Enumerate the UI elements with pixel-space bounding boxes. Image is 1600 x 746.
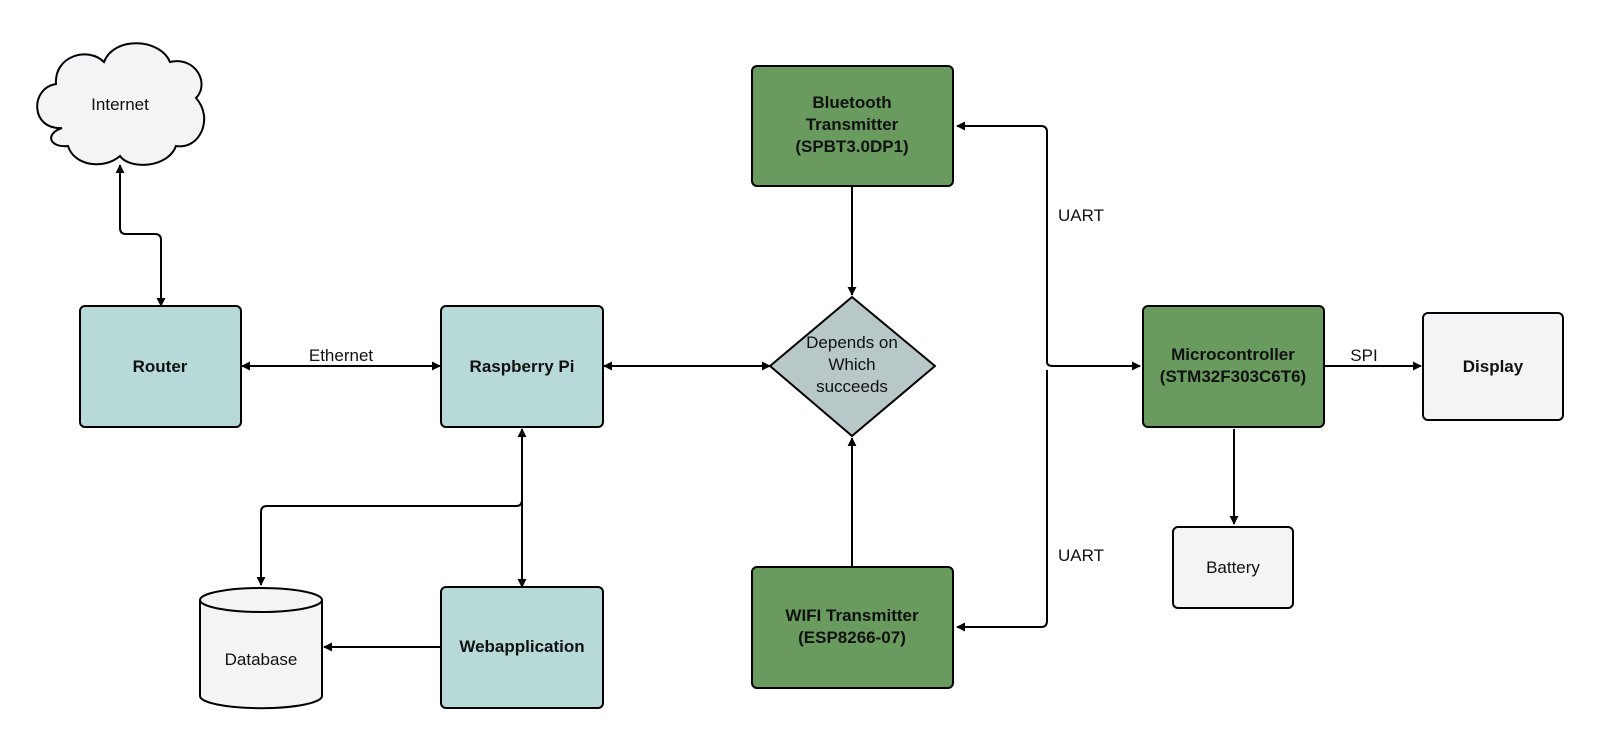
router-box bbox=[79, 305, 242, 428]
node-decision[interactable]: Depends on Which succeeds bbox=[769, 296, 936, 437]
decision-line-1: Depends on bbox=[806, 333, 898, 352]
decision-line-2: Which bbox=[828, 355, 875, 374]
bluetooth-line-3: (SPBT3.0DP1) bbox=[795, 137, 908, 156]
edge-uart-wifi bbox=[956, 370, 1048, 632]
node-raspberry-label: Raspberry Pi bbox=[470, 357, 575, 376]
node-router[interactable]: Router bbox=[79, 305, 242, 428]
node-display[interactable]: Display bbox=[1422, 312, 1564, 421]
wifi-line-2: (ESP8266-07) bbox=[798, 628, 906, 647]
node-database-label: Database bbox=[225, 650, 298, 669]
micro-line-2: (STM32F303C6T6) bbox=[1160, 367, 1306, 386]
bluetooth-line-2: Transmitter bbox=[806, 115, 899, 134]
node-display-label: Display bbox=[1463, 357, 1524, 376]
wifi-box bbox=[751, 566, 954, 689]
bluetooth-line-1: Bluetooth bbox=[812, 93, 891, 112]
label-uart-top: UART bbox=[1058, 206, 1104, 225]
database-top bbox=[199, 587, 323, 613]
edge-uart-micro bbox=[1046, 361, 1141, 371]
decision-line-3: succeeds bbox=[816, 377, 888, 396]
connectors bbox=[115, 121, 1422, 652]
label-uart-bottom: UART bbox=[1058, 546, 1104, 565]
edge-raspberry-database bbox=[256, 499, 523, 586]
node-internet[interactable]: Internet bbox=[36, 42, 206, 166]
label-ethernet: Ethernet bbox=[309, 346, 374, 365]
node-battery[interactable]: Battery bbox=[1172, 526, 1294, 609]
node-wifi-transmitter[interactable]: WIFI Transmitter (ESP8266-07) bbox=[751, 566, 954, 689]
node-bluetooth-transmitter[interactable]: Bluetooth Transmitter (SPBT3.0DP1) bbox=[751, 65, 954, 187]
battery-box bbox=[1172, 526, 1294, 609]
node-raspberry-pi[interactable]: Raspberry Pi bbox=[440, 305, 604, 428]
cloud-shape bbox=[36, 42, 206, 166]
edge-internet-router bbox=[115, 164, 166, 307]
node-router-label: Router bbox=[133, 357, 188, 376]
node-webapplication[interactable]: Webapplication bbox=[440, 586, 604, 709]
raspberry-box bbox=[440, 305, 604, 428]
bluetooth-box bbox=[751, 65, 954, 187]
wifi-line-1: WIFI Transmitter bbox=[785, 606, 919, 625]
edge-uart-bluetooth bbox=[956, 121, 1048, 362]
node-database[interactable]: Database bbox=[199, 587, 323, 710]
decision-diamond bbox=[769, 296, 936, 437]
display-box bbox=[1422, 312, 1564, 421]
node-microcontroller[interactable]: Microcontroller (STM32F303C6T6) bbox=[1142, 305, 1325, 428]
micro-line-1: Microcontroller bbox=[1171, 345, 1295, 364]
node-internet-label: Internet bbox=[91, 95, 149, 114]
webapp-box bbox=[440, 586, 604, 709]
node-battery-label: Battery bbox=[1206, 558, 1260, 577]
node-webapp-label: Webapplication bbox=[459, 637, 584, 656]
micro-box bbox=[1142, 305, 1325, 428]
label-spi: SPI bbox=[1350, 346, 1377, 365]
database-body bbox=[199, 600, 323, 710]
